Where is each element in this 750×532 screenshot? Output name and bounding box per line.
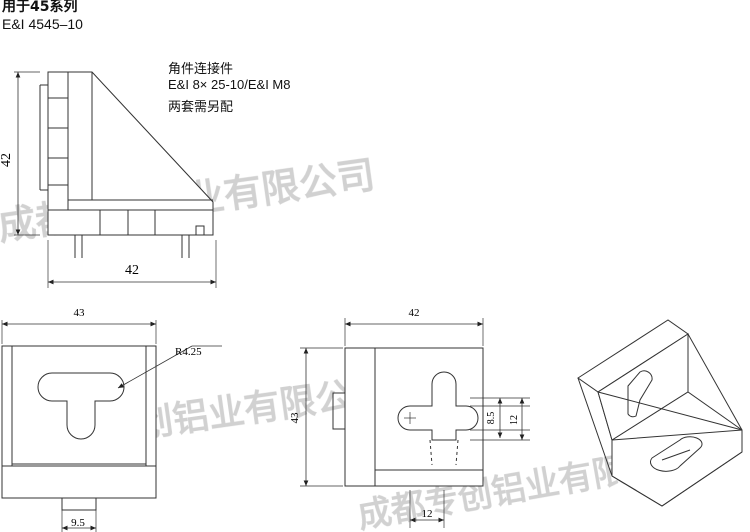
dim-side-height: 42 — [0, 153, 14, 167]
dim-right-slot-height: 8.5 — [486, 412, 497, 425]
note-line-2: E&I 8× 25-10/E&I M8 — [168, 77, 291, 92]
dim-front-radius: R4.25 — [175, 346, 202, 358]
dim-right-width: 42 — [409, 307, 420, 319]
note-line-3: 两套需另配 — [168, 99, 234, 114]
dim-right-slot-outer: 12 — [509, 415, 520, 425]
series-title: 用于45系列 — [2, 0, 78, 15]
isometric-view — [577, 319, 743, 507]
dim-right-height: 43 — [289, 412, 301, 424]
dim-front-tab: 9.5 — [71, 517, 85, 529]
right-view — [300, 318, 530, 528]
side-view — [14, 71, 217, 288]
dim-right-bottom: 12 — [422, 508, 433, 520]
dim-side-width: 42 — [125, 263, 139, 278]
dim-front-width: 43 — [74, 307, 86, 319]
part-number: E&I 4545–10 — [2, 16, 83, 32]
front-view — [1, 320, 222, 532]
note-line-1: 角件连接件 — [168, 61, 234, 76]
